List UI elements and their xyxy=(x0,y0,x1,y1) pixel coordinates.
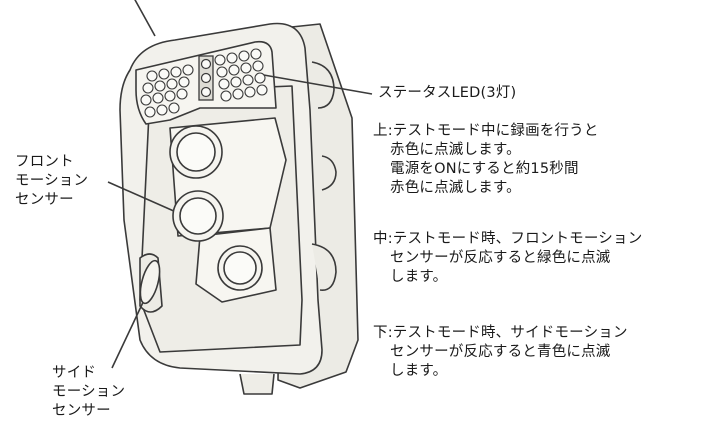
status-led-label: ステータスLED(3灯) xyxy=(378,85,517,101)
status-led-bottom xyxy=(200,86,212,98)
ir-led-array xyxy=(140,48,268,118)
front-sensor-label: フロント モーション センサー xyxy=(15,154,89,208)
side-sensor-label: サイド モーション センサー xyxy=(52,365,126,419)
led-state-bottom: 下:テストモード時、サイドモーション センサーが反応すると青色に点滅 します。 xyxy=(373,325,628,379)
side-strap-bottom xyxy=(311,243,337,291)
led-state-middle: 中:テストモード時、フロントモーション センサーが反応すると緑色に点滅 します。 xyxy=(373,231,643,285)
led-state-top: 上:テストモード中に録画を行うと 赤色に点滅します。 電源をONにすると約15秒… xyxy=(373,123,599,196)
status-leds xyxy=(200,58,212,98)
side-motion-sensor xyxy=(139,259,161,305)
side-knob xyxy=(321,155,337,191)
status-led-top xyxy=(200,58,212,70)
bottom-tab xyxy=(239,373,275,395)
status-led-middle xyxy=(200,72,212,84)
